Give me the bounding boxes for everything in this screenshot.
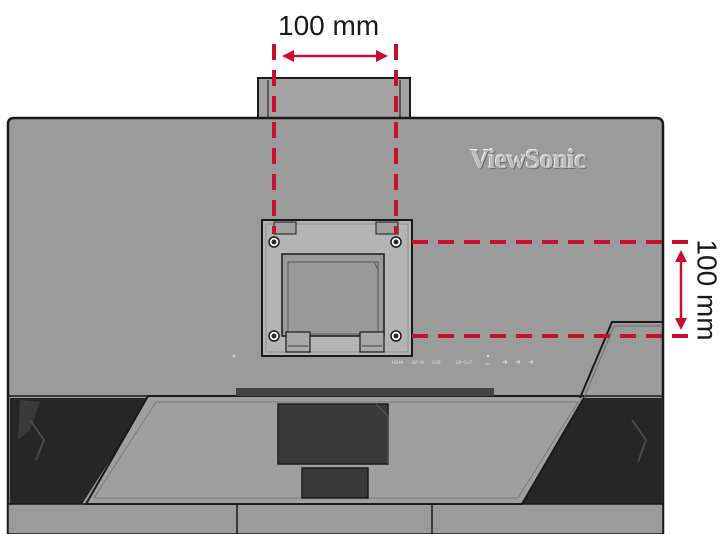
vertical-dimension-guides xyxy=(412,240,692,338)
stand-neck xyxy=(257,77,411,121)
port-label-dp-out: DP OUT xyxy=(456,360,473,365)
screw-holes xyxy=(268,236,402,342)
monitor-bottom-band xyxy=(7,503,664,534)
svg-text:➜: ➜ xyxy=(528,359,534,366)
screw-hole-top-right xyxy=(390,236,402,248)
horizontal-dimension-guides xyxy=(272,44,398,234)
side-panel-bump xyxy=(579,321,663,399)
horizontal-spacing-label: 100 mm xyxy=(278,10,380,41)
screw-hole-top-left xyxy=(268,236,280,248)
horizontal-dimension-arrow xyxy=(282,50,388,62)
svg-text:➜: ➜ xyxy=(515,359,521,366)
rear-cable-cover xyxy=(84,395,587,505)
vertical-spacing-label: 100 mm xyxy=(691,239,723,341)
svg-text:⎓: ⎓ xyxy=(485,362,490,368)
svg-text:➜: ➜ xyxy=(502,359,508,366)
vesa-mount-plate xyxy=(261,219,413,357)
port-label-usb: USB xyxy=(432,360,441,365)
screw-hole-bottom-right xyxy=(390,330,402,342)
brand-logo: ViewSonic xyxy=(470,144,587,174)
port-label-hdmi: HDMI xyxy=(392,360,404,365)
port-strip: ⎓ ➜ ➜ ➜ xyxy=(232,354,534,396)
port-label-dp-in: DP IN xyxy=(412,360,424,365)
vertical-dimension-arrow xyxy=(675,250,687,330)
right-vent-grille xyxy=(522,398,663,504)
left-vent-grille xyxy=(10,398,150,504)
screw-hole-bottom-left xyxy=(268,330,280,342)
